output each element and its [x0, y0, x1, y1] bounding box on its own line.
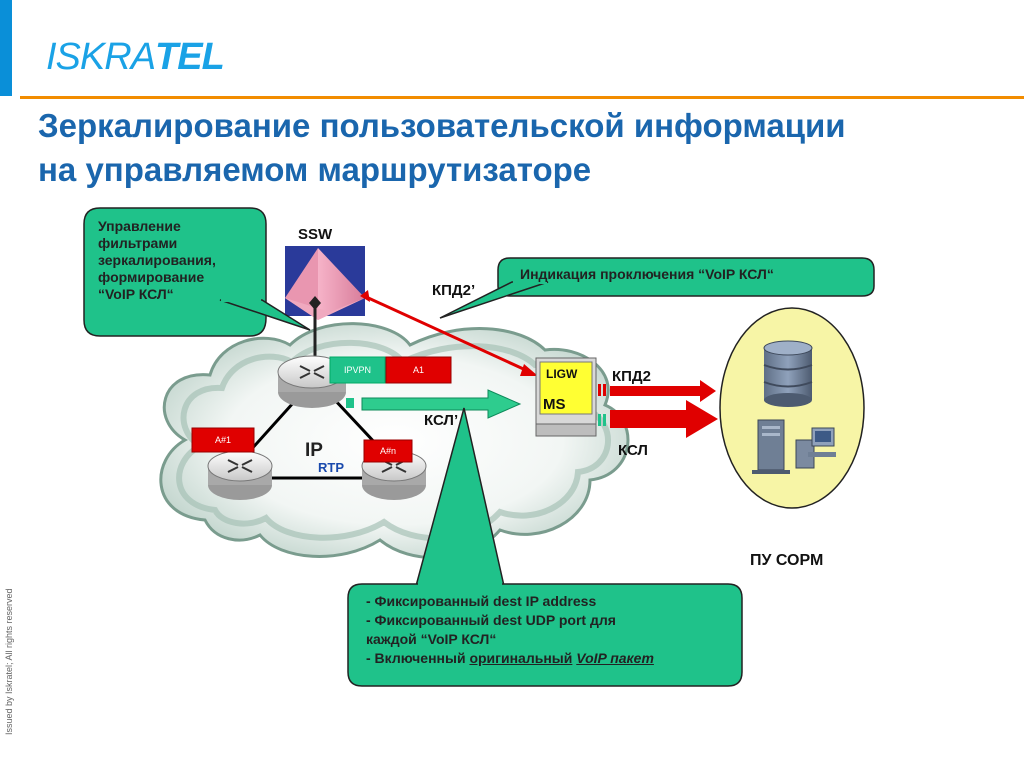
- callout-filter-line: формирование: [98, 269, 205, 285]
- router-left: [207, 450, 273, 500]
- kpd2-arrow: [610, 380, 716, 402]
- ksl-label: КСЛ: [618, 442, 648, 459]
- iskratel-logo: ISKRATEL: [46, 36, 225, 78]
- callout-filter-line: фильтрами: [98, 235, 178, 251]
- title-line-1: Зеркалирование пользовательской информац…: [38, 107, 846, 144]
- callout-filter-joint: [221, 299, 261, 302]
- a1-tag-box: [385, 356, 452, 384]
- callout-filter-box: [83, 207, 267, 337]
- kpd2-prime-line: [363, 294, 531, 374]
- rtp-label: RTP: [318, 460, 344, 475]
- ksl-prime-label: КСЛ’: [424, 412, 459, 429]
- kpd2-prime-arrowhead: [520, 364, 538, 376]
- callout-bottom-line: - Фиксированный dest UDP port для: [366, 612, 616, 628]
- kpd2-prime-start-dot: [360, 290, 370, 302]
- router-core: [277, 355, 347, 408]
- ms-label: MS: [543, 396, 566, 413]
- page-title: Зеркалирование пользовательской информац…: [38, 104, 1018, 192]
- mirror-port-indicator: [346, 398, 354, 408]
- server-icon: [752, 419, 790, 474]
- a-hash1-tag-box: [191, 427, 255, 453]
- callout-bottom-box: [347, 583, 743, 687]
- ksl-prime-arrow: [361, 389, 522, 419]
- callout-filter-line: “VoIP КСЛ“: [98, 286, 174, 302]
- ssw-softswitch: [285, 246, 365, 320]
- callout-bottom-line: каждой “VoIP КСЛ“: [366, 631, 497, 647]
- callout-filter-line: зеркалирования,: [98, 252, 216, 268]
- ligw-label: LIGW: [546, 367, 578, 381]
- callout-bottom-line: - Включенный оригинальный VoIP пакет: [366, 649, 654, 668]
- a-hashn-tag-box: [363, 439, 413, 463]
- kpd2-prime-label: КПД2’: [432, 282, 476, 299]
- ip-label: IP: [305, 440, 323, 461]
- sorm-ellipse: [719, 307, 865, 509]
- callout-filter-line: Управление: [98, 218, 181, 234]
- callout-indication-text: Индикация проключения “VoIP КСЛ“: [520, 266, 774, 282]
- ligw-ms-device: [535, 357, 606, 437]
- accent-bar: [0, 0, 12, 96]
- pu-sorm-label: ПУ СОРМ: [750, 552, 824, 569]
- callout-bottom-line: - Фиксированный dest IP address: [366, 593, 597, 609]
- callout-indication-joint: [513, 280, 547, 284]
- a-hash1-tag-label: A#1: [214, 435, 231, 445]
- ssw-control-diamond: [309, 296, 321, 310]
- a-hashn-tag-label: A#n: [379, 446, 396, 456]
- ipvpn-tag-label: IPVPN: [343, 365, 371, 375]
- ksl-arrow: [610, 400, 718, 438]
- a1-tag-label: A1: [412, 365, 424, 375]
- ipvpn-tag-box: [329, 356, 386, 384]
- callout-bottom-prefix: - Включенный: [366, 650, 470, 666]
- callout-bottom-underlined-italic: VoIP пакет: [576, 650, 654, 666]
- title-rule: [20, 96, 1024, 99]
- callout-bottom-text: - Фиксированный dest IP address - Фиксир…: [366, 592, 654, 668]
- callout-bottom-underlined: оригинальный: [469, 650, 573, 666]
- database-icon: [763, 340, 813, 407]
- callout-filter-text: Управление фильтрами зеркалирования, фор…: [98, 218, 216, 303]
- workstation-icon: [795, 427, 836, 469]
- title-line-2: на управляемом маршрутизаторе: [38, 151, 592, 188]
- callout-indication-box: [497, 257, 875, 297]
- ssw-label: SSW: [298, 226, 333, 243]
- callout-bottom-joint: [418, 582, 502, 587]
- kpd2-label: КПД2: [612, 368, 651, 385]
